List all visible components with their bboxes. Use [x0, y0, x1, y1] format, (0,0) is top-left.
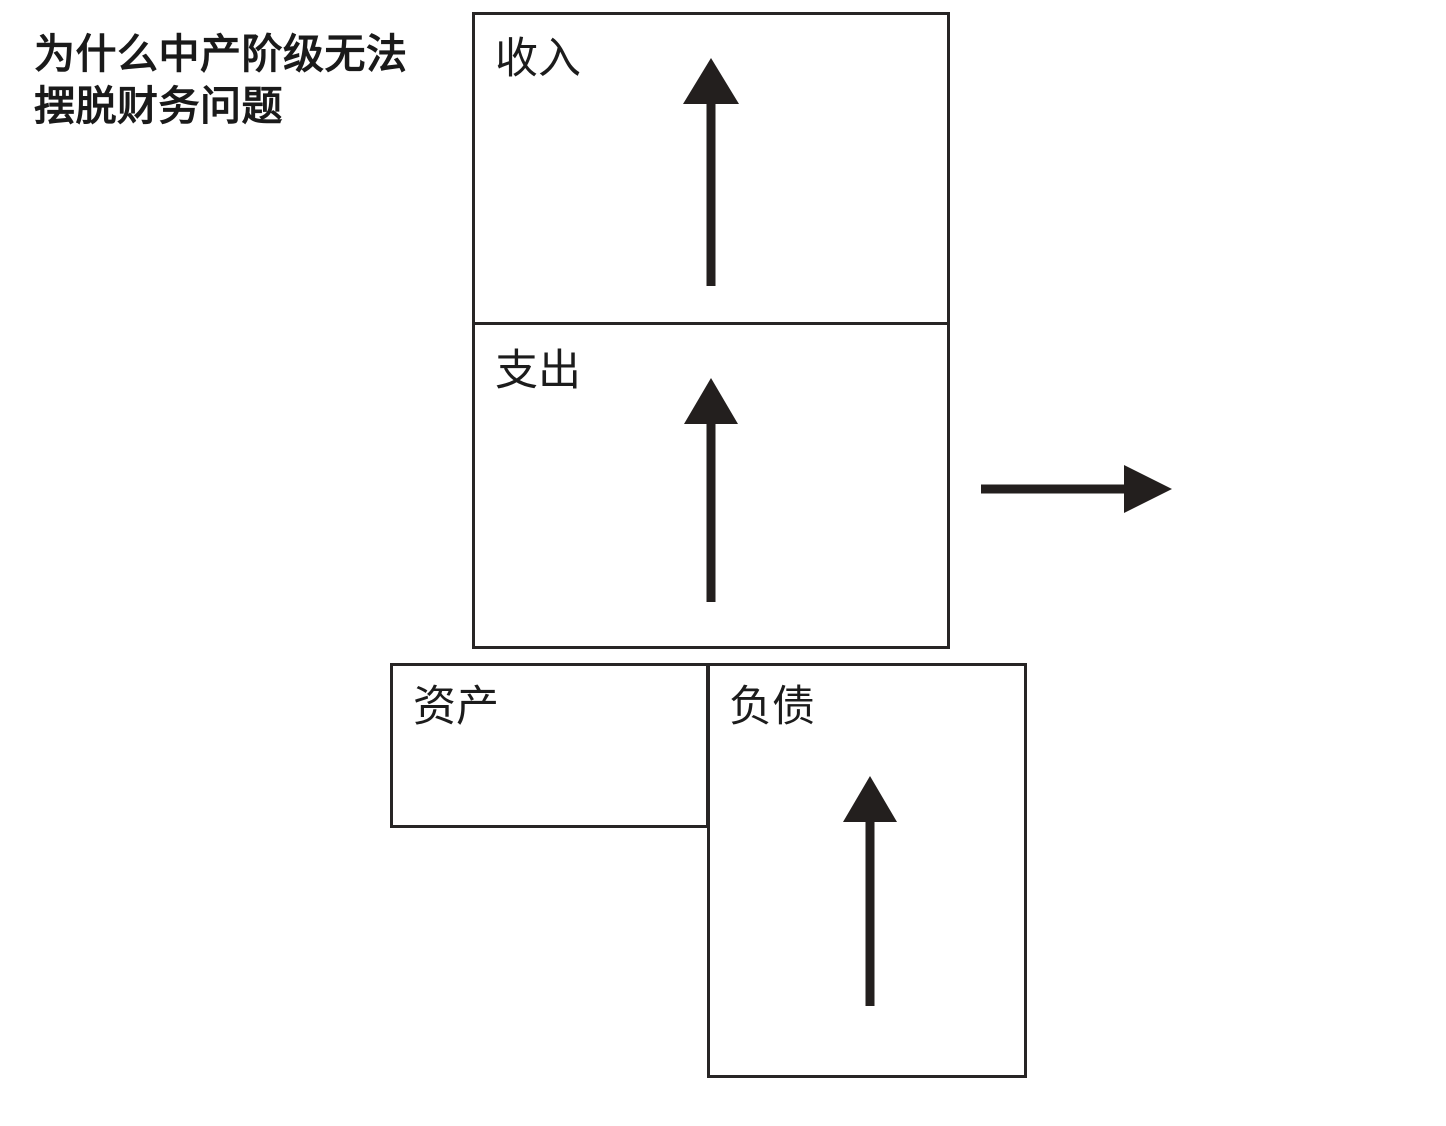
assets-box-label: 资产	[413, 682, 499, 732]
outflow-right-arrow-icon	[981, 465, 1172, 513]
expense-box-label: 支出	[495, 346, 581, 396]
liabilities-box-label: 负债	[729, 682, 815, 732]
assets-box	[390, 663, 709, 828]
page-title: 为什么中产阶级无法 摆脱财务问题	[34, 30, 408, 131]
income-box-label: 收入	[495, 34, 581, 84]
